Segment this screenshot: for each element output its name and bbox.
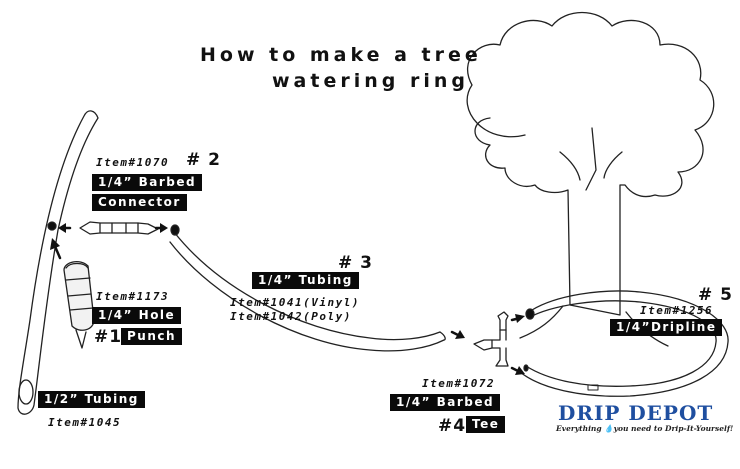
quarter-tubing xyxy=(169,231,445,352)
dripline-label: 1/4”Dripline xyxy=(610,319,723,336)
connector-label-1: 1/4” Barbed xyxy=(92,174,203,191)
tree-trunk-branch-right xyxy=(603,151,623,179)
main-tubing-outer xyxy=(17,110,99,415)
barbed-tee-icon xyxy=(473,311,509,367)
punch-label: Punch xyxy=(121,328,183,345)
dripline-ring-outer xyxy=(519,290,729,397)
tubing-item-vinyl: Item#1041(Vinyl) xyxy=(230,296,360,309)
page-title-line-2: watering ring xyxy=(272,70,469,92)
tree-trunk-center xyxy=(585,127,597,191)
water-drop-icon: 💧 xyxy=(604,424,614,433)
tee-item-number: Item#1072 xyxy=(422,377,496,390)
tree-trunk-branch-left xyxy=(559,151,581,181)
hole-punch-icon xyxy=(63,260,95,349)
dripline-step-number: # 5 xyxy=(698,285,733,305)
brand-tagline: Everything 💧you need to Drip-It-Yourself… xyxy=(556,424,734,433)
punch-step-number: #1 xyxy=(94,327,123,347)
arrow-icon xyxy=(450,330,465,339)
connector-step-number: # 2 xyxy=(186,150,221,170)
tee-label-2: Tee xyxy=(466,416,506,433)
arrow-icon xyxy=(510,366,525,375)
page-title-line-1: How to make a tree xyxy=(200,44,482,66)
dripline-item-number: Item#1256 xyxy=(640,304,714,317)
tee-step-number: #4 xyxy=(438,416,467,436)
barbed-connector-icon xyxy=(79,221,159,235)
tubing-label: 1/4” Tubing xyxy=(252,272,359,289)
arrow-icon xyxy=(58,223,72,233)
tubing-step-number: # 3 xyxy=(338,253,373,273)
arrow-icon xyxy=(510,314,525,323)
connector-label-2: Connector xyxy=(92,194,187,211)
connector-item-number: Item#1070 xyxy=(96,156,170,169)
tubing-item-poly: Item#1042(Poly) xyxy=(230,310,352,323)
arrow-icon xyxy=(50,238,62,260)
brand-logo: DRIP DEPOT xyxy=(558,401,714,425)
tree-canopy xyxy=(466,12,715,316)
main-tubing-label: 1/2” Tubing xyxy=(38,391,145,408)
main-tubing-item-number: Item#1045 xyxy=(48,416,122,429)
punch-hole-label: 1/4” Hole xyxy=(92,307,182,324)
punch-item-number: Item#1173 xyxy=(96,290,170,303)
arrow-icon xyxy=(154,223,168,233)
tee-label-1: 1/4” Barbed xyxy=(390,394,501,411)
